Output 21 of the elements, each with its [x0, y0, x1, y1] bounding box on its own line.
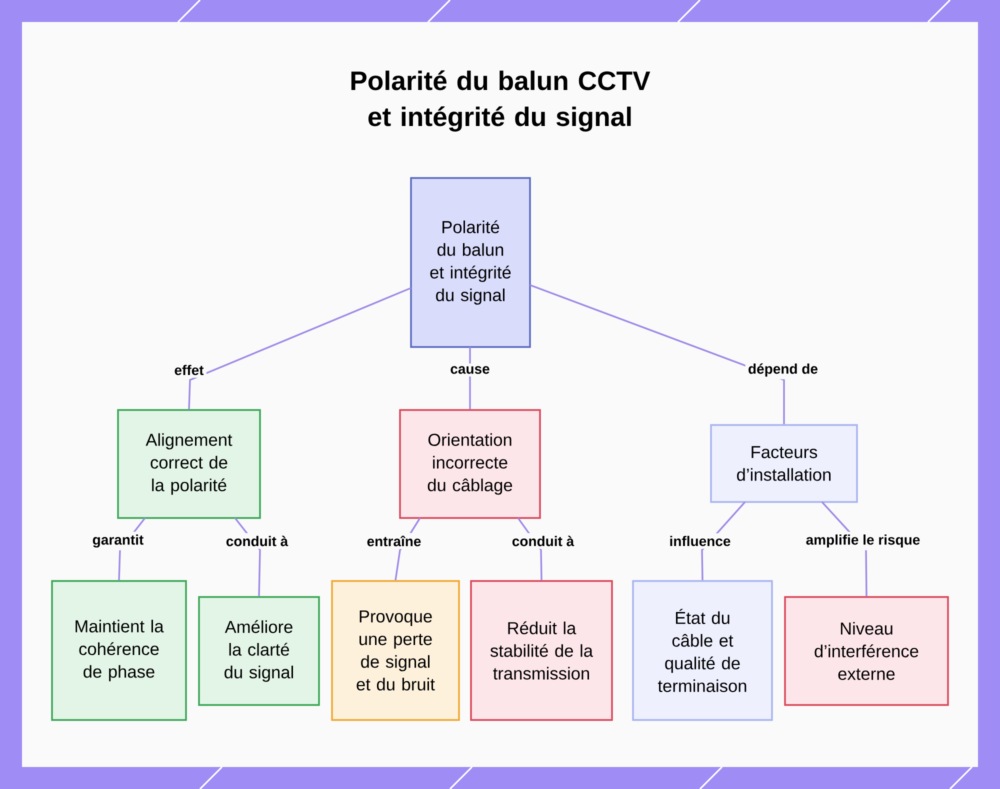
concept-box: Provoque une perte de signal et du bruit: [331, 580, 460, 721]
title: Polarité du balun CCTV et intégrité du signal: [351, 70, 650, 132]
concept-box: Orientation incorrecte du câblage: [399, 409, 541, 519]
edge-label: effet: [172, 362, 206, 378]
concept-box: Réduit la stabilité de la transmission: [470, 580, 613, 721]
concept-box: Améliore la clarté du signal: [198, 596, 320, 706]
concept-box: Facteurs d’installation: [710, 424, 858, 503]
concept-box: État du câble et qualité de terminaison: [632, 580, 773, 721]
connector-line: [188, 287, 412, 410]
concept-box: Niveau d’interférence externe: [784, 596, 949, 706]
edge-label: influence: [666, 533, 734, 549]
concept-box: Alignement correct de la polarité: [117, 409, 261, 519]
edge-label: garantit: [90, 532, 146, 550]
edge-label: conduit à: [223, 533, 291, 549]
concept-box: Maintient la cohérence de phase: [51, 580, 187, 721]
edge-label: cause: [448, 364, 493, 376]
edge-label: entraîne: [364, 533, 424, 549]
concept-box: Polarité du balun et intégrité du signal: [410, 177, 531, 348]
edge-label: conduit à: [509, 533, 577, 549]
edge-label: amplifie le risque: [803, 532, 923, 550]
edge-label: dépend de: [745, 360, 821, 380]
